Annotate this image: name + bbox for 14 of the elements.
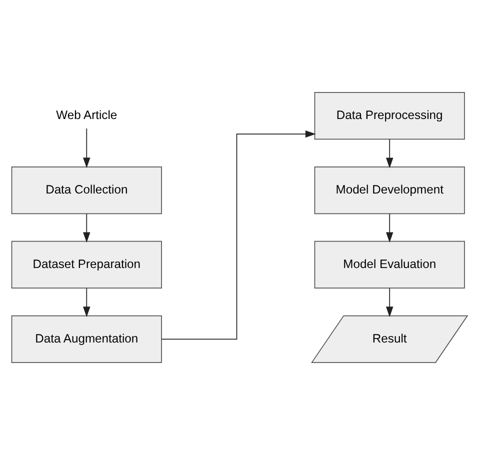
node-box: Data Preprocessing: [314, 92, 465, 140]
arrow: [386, 138, 394, 168]
node-box: Dataset Preparation: [11, 240, 162, 289]
node-box: Data Augmentation: [11, 315, 162, 363]
arrow: [83, 128, 90, 168]
arrow: [161, 130, 316, 340]
node-text: Web Article: [56, 108, 118, 122]
arrow: [386, 288, 394, 318]
node-box: Model Evaluation: [314, 240, 465, 289]
arrow: [83, 288, 90, 318]
node-box: Model Development: [314, 166, 465, 214]
arrow: [386, 213, 394, 243]
node-box: Data Collection: [11, 166, 162, 214]
arrow: [83, 213, 90, 243]
